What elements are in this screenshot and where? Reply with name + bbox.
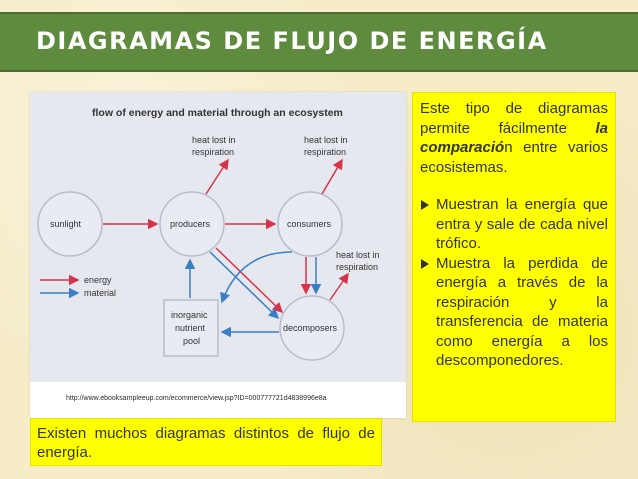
arrow-producers-to-decomposers-material [209, 251, 280, 320]
arrow-consumers-to-pool-curve [220, 251, 293, 304]
bullet-text: Muestran la energía que entra y sale de … [436, 196, 608, 252]
slide-title: DIAGRAMAS DE FLUJO DE ENERGÍA [36, 27, 548, 55]
bullet-item: Muestra la perdida de energía a través d… [420, 254, 608, 371]
producers-label: producers [170, 219, 211, 229]
heat-label-decomposers-2: respiration [336, 262, 378, 272]
sunlight-node [37, 191, 103, 257]
heat-label-producers-2: respiration [192, 147, 234, 157]
bullet-arrow-icon [421, 200, 429, 210]
inorganic-label-1: inorganic [171, 310, 208, 320]
bullet-arrow-icon [421, 258, 429, 269]
arrow-consumers-heat [321, 158, 343, 195]
ecosystem-diagram-svg: flow of energy and material through an e… [30, 92, 406, 418]
bullet-list: Muestran la energía que entra y sale de … [420, 195, 608, 371]
ecosystem-diagram: flow of energy and material through an e… [30, 92, 406, 418]
heat-label-decomposers-1: heat lost in [336, 250, 380, 260]
arrow-producers-to-decomposers-energy [215, 247, 284, 314]
arrow-producers-heat [205, 158, 229, 195]
arrow-decomposers-heat [329, 272, 349, 301]
legend-energy-label: energy [84, 275, 112, 285]
decomposers-node [279, 295, 345, 361]
diagram-heading: flow of energy and material through an e… [92, 107, 343, 119]
consumers-node [277, 191, 343, 257]
heat-label-producers-1: heat lost in [192, 135, 236, 145]
intro-text-a: Este tipo de diagramas permite fácilment… [420, 100, 608, 137]
bullet-item: Muestran la energía que entra y sale de … [420, 195, 608, 254]
producers-node [159, 191, 225, 257]
sunlight-label: sunlight [50, 219, 82, 229]
decomposers-label: decomposers [283, 323, 338, 333]
description-box: Este tipo de diagramas permite fácilment… [412, 92, 616, 422]
heat-label-consumers-2: respiration [304, 147, 346, 157]
bullet-text: Muestra la perdida de energía a través d… [436, 254, 608, 370]
source-url: http://www.ebooksampleeup.com/ecommerce/… [66, 395, 327, 402]
consumers-label: consumers [287, 219, 332, 229]
inorganic-label-2: nutrient [175, 323, 206, 333]
title-bar: DIAGRAMAS DE FLUJO DE ENERGÍA [0, 12, 638, 72]
intro-emphasis: la comparació [420, 119, 608, 157]
legend-material-label: material [84, 288, 116, 298]
inorganic-label-3: pool [183, 336, 200, 346]
footnote-box: Existen muchos diagramas distintos de fl… [30, 418, 382, 466]
inorganic-pool-node [163, 299, 219, 357]
intro-text-b: n entre varios ecosistemas. [420, 139, 608, 176]
intro-paragraph: Este tipo de diagramas permite fácilment… [420, 99, 608, 177]
heat-label-consumers-1: heat lost in [304, 135, 348, 145]
